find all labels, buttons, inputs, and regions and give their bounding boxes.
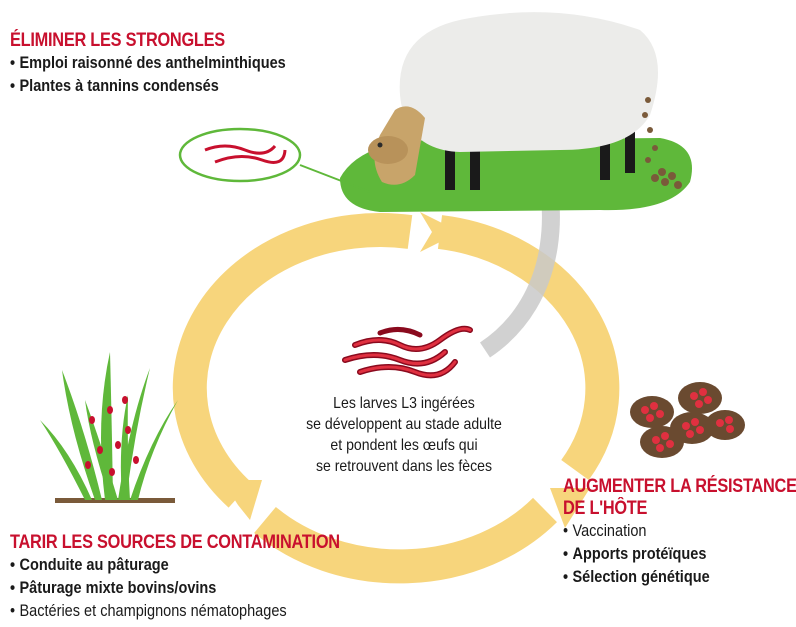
contamination-title: TARIR LES SOURCES DE CONTAMINATION: [10, 532, 340, 553]
cycle-description: Les larves L3 ingérées se développent au…: [305, 393, 502, 477]
fecal-pellets-icon: [642, 97, 682, 189]
worm-magnifier-icon: [178, 127, 371, 193]
resistance-item: •Sélection génétique: [563, 568, 710, 586]
resistance-item: •Vaccination: [563, 522, 647, 540]
larvae-worms-icon: [342, 325, 473, 379]
resistance-title-line2: DE L'HÔTE: [563, 498, 648, 519]
eliminate-item: •Emploi raisonné des anthelminthiques: [10, 54, 286, 72]
contamination-item: •Conduite au pâturage: [10, 556, 169, 574]
eliminate-section: ÉLIMINER LES STRONGLES •Emploi raisonné …: [10, 30, 323, 98]
contamination-section: TARIR LES SOURCES DE CONTAMINATION •Cond…: [10, 532, 394, 623]
sheep-illustration: [368, 12, 658, 190]
eliminate-title: ÉLIMINER LES STRONGLES: [10, 30, 225, 51]
contamination-item: •Pâturage mixte bovins/ovins: [10, 579, 217, 597]
resistance-section: AUGMENTER LA RÉSISTANCE DE L'HÔTE •Vacci…: [563, 476, 796, 589]
cycle-description-line: et pondent les œufs qui: [330, 437, 478, 454]
resistance-title-line1: AUGMENTER LA RÉSISTANCE: [563, 476, 796, 497]
cycle-description-line: se retrouvent dans les fèces: [315, 458, 493, 475]
grass-with-larvae-icon: [40, 352, 178, 503]
contamination-item: •Bactéries et champignons nématophages: [10, 602, 287, 620]
cycle-arrow: [172, 212, 620, 584]
eliminate-item: •Plantes à tannins condensés: [10, 77, 219, 95]
resistance-item: •Apports protéïques: [563, 545, 707, 563]
cycle-description-line: Les larves L3 ingérées: [333, 395, 475, 412]
eggs-in-feces-icon: [630, 382, 745, 458]
cycle-description-line: se développent au stade adulte: [306, 416, 502, 433]
